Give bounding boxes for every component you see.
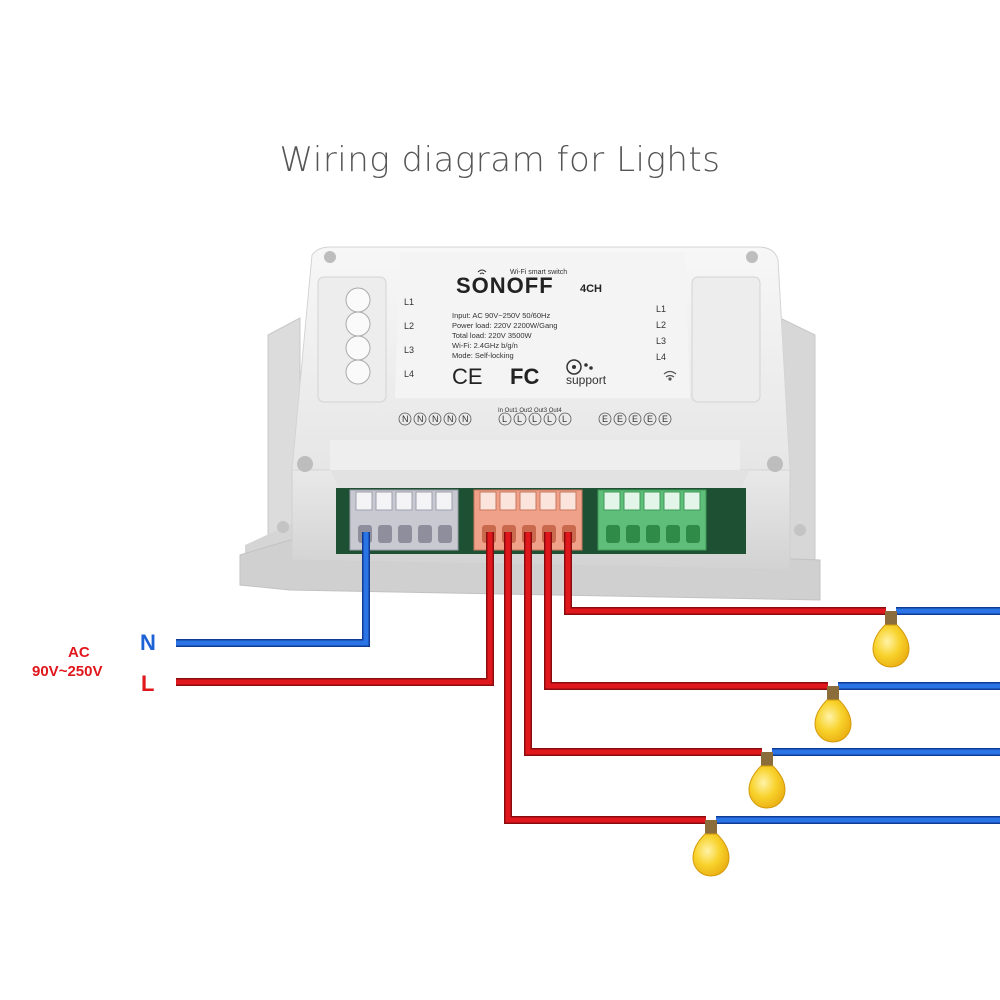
terminal-letters-n: N N N N N xyxy=(398,412,472,426)
terminal-e-2: E xyxy=(613,412,627,426)
right-label-l4: L4 xyxy=(656,352,666,362)
svg-text:L: L xyxy=(562,414,567,424)
spec-line: Power load: 220V 2200W/Gang xyxy=(452,321,557,330)
svg-text:E: E xyxy=(662,414,668,424)
spec-line: Mode: Self-locking xyxy=(452,351,514,360)
left-label-l2: L2 xyxy=(404,321,414,331)
svg-text:N: N xyxy=(462,414,469,424)
support-icon xyxy=(566,359,593,375)
lightbulb-icon xyxy=(814,686,852,743)
left-label-l4: L4 xyxy=(404,369,414,379)
left-channel-labels: L1 L2 L3 L4 xyxy=(404,297,414,379)
terminal-e-4: E xyxy=(643,412,657,426)
lightbulb-icon xyxy=(872,611,910,668)
terminal-n-3: N xyxy=(428,412,442,426)
device-brand: SONOFF xyxy=(456,273,554,298)
right-channel-labels: L1 L2 L3 L4 xyxy=(656,304,666,362)
channel-button-1[interactable] xyxy=(345,287,371,313)
svg-text:E: E xyxy=(647,414,653,424)
terminal-n-4: N xyxy=(443,412,457,426)
channel-button-4[interactable] xyxy=(345,359,371,385)
channel-button-3[interactable] xyxy=(345,335,371,361)
lightbulb-icon xyxy=(748,752,786,809)
neutral-label: N xyxy=(140,630,156,655)
device-subtitle: Wi-Fi smart switch xyxy=(510,269,567,276)
svg-text:L: L xyxy=(547,414,552,424)
support-label: support xyxy=(566,373,607,387)
right-label-l1: L1 xyxy=(656,304,666,314)
svg-text:N: N xyxy=(402,414,409,424)
right-label-l2: L2 xyxy=(656,320,666,330)
spec-line: Total load: 220V 3500W xyxy=(452,331,533,340)
terminal-header: In Out1 Out2 Out3 Out4 xyxy=(498,408,562,414)
channel-buttons xyxy=(345,287,371,385)
channel-button-2[interactable] xyxy=(345,311,371,337)
right-label-l3: L3 xyxy=(656,336,666,346)
terminal-block-neutral xyxy=(349,489,459,551)
wires xyxy=(176,532,1000,824)
terminal-l-2: L xyxy=(513,412,527,426)
svg-text:N: N xyxy=(417,414,424,424)
terminal-n-1: N xyxy=(398,412,412,426)
terminal-l-5: L xyxy=(558,412,572,426)
left-label-l1: L1 xyxy=(404,297,414,307)
ac-label: AC xyxy=(68,644,90,661)
wifi-icon xyxy=(663,370,677,381)
terminal-n-2: N xyxy=(413,412,427,426)
voltage-label: 90V~250V xyxy=(32,663,102,680)
spec-line: Wi-Fi: 2.4GHz b/g/n xyxy=(452,341,518,350)
device-model: 4CH xyxy=(580,283,602,295)
device-specs: Input: AC 90V~250V 50/60Hz Power load: 2… xyxy=(452,311,557,360)
terminal-block-earth xyxy=(597,489,707,551)
fcc-mark: FC xyxy=(510,364,539,389)
svg-text:N: N xyxy=(432,414,439,424)
svg-text:L: L xyxy=(532,414,537,424)
terminal-l-3: L xyxy=(528,412,542,426)
terminal-l-4: L xyxy=(543,412,557,426)
terminal-e-5: E xyxy=(658,412,672,426)
left-label-l3: L3 xyxy=(404,345,414,355)
terminal-n-5: N xyxy=(458,412,472,426)
terminal-e-1: E xyxy=(598,412,612,426)
svg-text:E: E xyxy=(632,414,638,424)
terminal-e-3: E xyxy=(628,412,642,426)
svg-text:L: L xyxy=(502,414,507,424)
terminal-letters-l: L L L L L xyxy=(498,412,572,426)
svg-text:E: E xyxy=(602,414,608,424)
lightbulb-icon xyxy=(692,820,730,877)
spec-line: Input: AC 90V~250V 50/60Hz xyxy=(452,311,550,320)
brand-wifi-icon xyxy=(477,269,487,275)
terminal-l-1: L xyxy=(498,412,512,426)
svg-text:L: L xyxy=(517,414,522,424)
live-label: L xyxy=(141,671,154,696)
svg-text:N: N xyxy=(447,414,454,424)
terminal-letters-e: E E E E E xyxy=(598,412,672,426)
ce-mark: CE xyxy=(452,364,483,389)
diagram-title: Wiring diagram for Lights xyxy=(279,140,721,180)
svg-text:E: E xyxy=(617,414,623,424)
